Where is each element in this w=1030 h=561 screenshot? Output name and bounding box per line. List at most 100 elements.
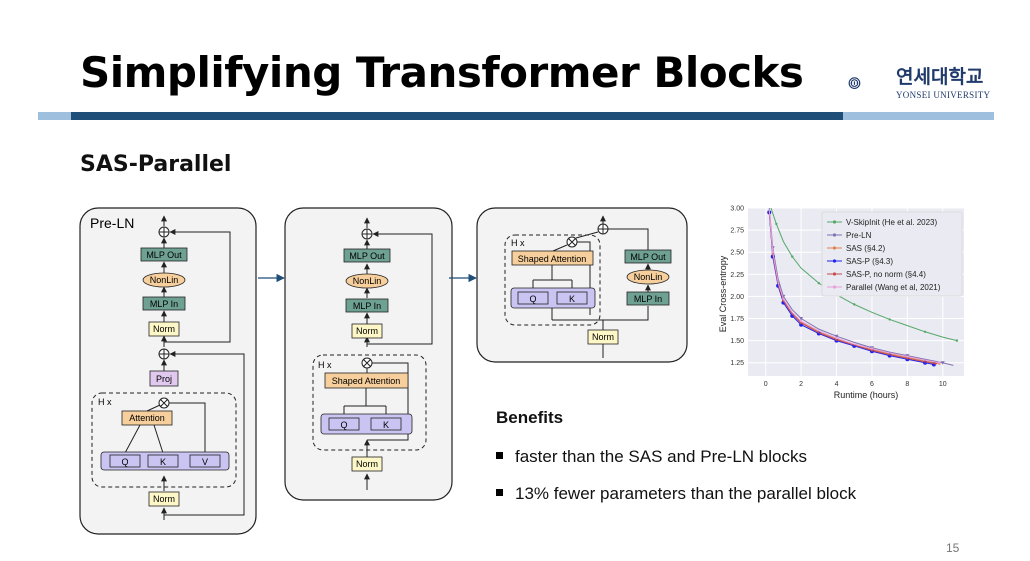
chart-series-line: [768, 210, 936, 365]
preln-diagram: Pre-LN MLP Out NonLin MLP In Norm Proj H…: [79, 207, 257, 535]
sas-k: K: [383, 420, 389, 430]
sas-norm-top: Norm: [356, 326, 378, 336]
sasp-k: K: [569, 294, 575, 304]
sasp-nonlin: NonLin: [634, 272, 663, 282]
chart-ytick-label: 2.75: [730, 228, 744, 235]
preln-attention: Attention: [129, 413, 165, 423]
chart-point: [799, 317, 804, 321]
chart-legend-marker: [832, 246, 837, 250]
chart-point: [870, 349, 874, 352]
chart-point: [775, 222, 778, 226]
chart-ytick-label: 1.25: [730, 360, 744, 367]
sas-mlp-in: MLP In: [353, 301, 381, 311]
chart-point: [940, 361, 945, 365]
chart-xtick-label: 4: [835, 381, 839, 388]
chart-legend: V-SkipInit (He et al. 2023) Pre-LN SAS (§4…: [821, 211, 963, 297]
chart-point: [835, 336, 838, 340]
chart-point: [782, 297, 785, 301]
logo-name-english: YONSEI UNIVERSITY: [896, 90, 991, 100]
benefit-item: faster than the SAS and Pre-LN blocks: [496, 447, 807, 467]
chart-xtick-label: 6: [870, 381, 874, 388]
preln-q: Q: [121, 457, 128, 467]
chart-point: [934, 362, 937, 365]
preln-v: V: [202, 457, 208, 467]
preln-nonlin: NonLin: [150, 275, 179, 285]
sas-diagram: MLP Out NonLin MLP In Norm H x Shaped At…: [284, 207, 453, 501]
chart-legend-label: V-SkipInit (He et al. 2023): [846, 218, 937, 227]
logo-name-korean: 연세대학교: [896, 66, 984, 88]
chart-point: [938, 361, 941, 364]
chart-series: [767, 207, 959, 367]
preln-heads: H x: [98, 397, 112, 407]
chart-legend-label: SAS (§4.2): [846, 244, 885, 253]
benefit-text: 13% fewer parameters than the parallel b…: [515, 484, 857, 503]
chart-ytick-label: 1.50: [730, 338, 744, 345]
chart-xtick-label: 10: [939, 381, 947, 388]
chart-point: [853, 303, 856, 306]
sas-mlp-out: MLP Out: [349, 251, 385, 261]
title-underline-dark: [71, 112, 843, 120]
chart-point: [799, 319, 803, 323]
chart-point: [771, 251, 774, 254]
chart-point: [955, 339, 959, 342]
sasp-mlp-out: MLP Out: [630, 252, 666, 262]
chart-xlabel: Runtime (hours): [834, 390, 899, 400]
chart-legend-marker: [832, 220, 837, 224]
chart-series-line: [768, 209, 940, 364]
sas-norm-bottom: Norm: [356, 459, 378, 469]
sas-shaped-attention: Shaped Attention: [332, 376, 401, 386]
sasp-heads: H x: [511, 238, 525, 248]
chart-legend-box: [821, 211, 963, 297]
chart-legend-marker: [832, 259, 837, 263]
chart-legend-marker: [832, 233, 837, 237]
chart-legend-marker: [832, 272, 837, 276]
page-number: 15: [946, 541, 960, 555]
chart-legend-label: Pre-LN: [846, 231, 872, 240]
chart-legend-marker: [832, 285, 837, 289]
chart-point: [791, 255, 794, 258]
sas-q: Q: [340, 420, 347, 430]
slide-title: Simplifying Transformer Blocks: [80, 48, 804, 97]
chart-legend-label: SAS-P (§4.3): [846, 257, 893, 266]
preln-mlp-in: MLP In: [150, 299, 178, 309]
chart-legend-label: SAS-P, no norm (§4.4): [846, 270, 926, 279]
sasp-diagram: H x Shaped Attention Q K MLP Out NonLin …: [476, 207, 688, 363]
sasp-shaped-attention: Shaped Attention: [518, 254, 587, 264]
chart-point: [923, 330, 927, 333]
bullet-square-icon: [496, 452, 503, 460]
benefit-text: faster than the SAS and Pre-LN blocks: [515, 447, 807, 466]
chart-series-line: [768, 212, 934, 365]
sasp-mlp-in: MLP In: [634, 294, 662, 304]
section-subtitle: SAS-Parallel: [80, 152, 232, 177]
chart-series-line: [770, 207, 958, 342]
preln-mlp-out: MLP Out: [146, 250, 182, 260]
chart-ytick-label: 1.75: [730, 316, 744, 323]
preln-k: K: [160, 457, 166, 467]
chart-point: [906, 355, 909, 358]
bullet-square-icon: [496, 489, 503, 497]
chart-ytick-label: 2.25: [730, 272, 744, 279]
preln-norm-top: Norm: [153, 324, 175, 334]
chart-xtick-label: 0: [764, 381, 768, 388]
sasp-q: Q: [529, 294, 536, 304]
chart-ytick-label: 3.00: [730, 206, 744, 213]
chart-legend-label: Parallel (Wang et al, 2021): [846, 283, 941, 292]
chart-point: [799, 321, 803, 325]
chart-point: [888, 318, 891, 321]
sas-heads: H x: [318, 360, 332, 370]
chart-ytick-label: 2.00: [730, 294, 744, 301]
chart-xtick-label: 2: [799, 381, 803, 388]
university-logo: [848, 77, 861, 89]
chart-point: [870, 347, 874, 350]
chart-point: [834, 334, 839, 339]
preln-label: Pre-LN: [90, 215, 134, 231]
sasp-norm: Norm: [592, 332, 614, 342]
sas-nonlin: NonLin: [353, 276, 382, 286]
chart-ylabel: Eval Cross-entropy: [718, 255, 728, 332]
preln-proj: Proj: [156, 374, 172, 384]
preln-norm-bottom: Norm: [153, 494, 175, 504]
chart-point: [906, 357, 909, 360]
